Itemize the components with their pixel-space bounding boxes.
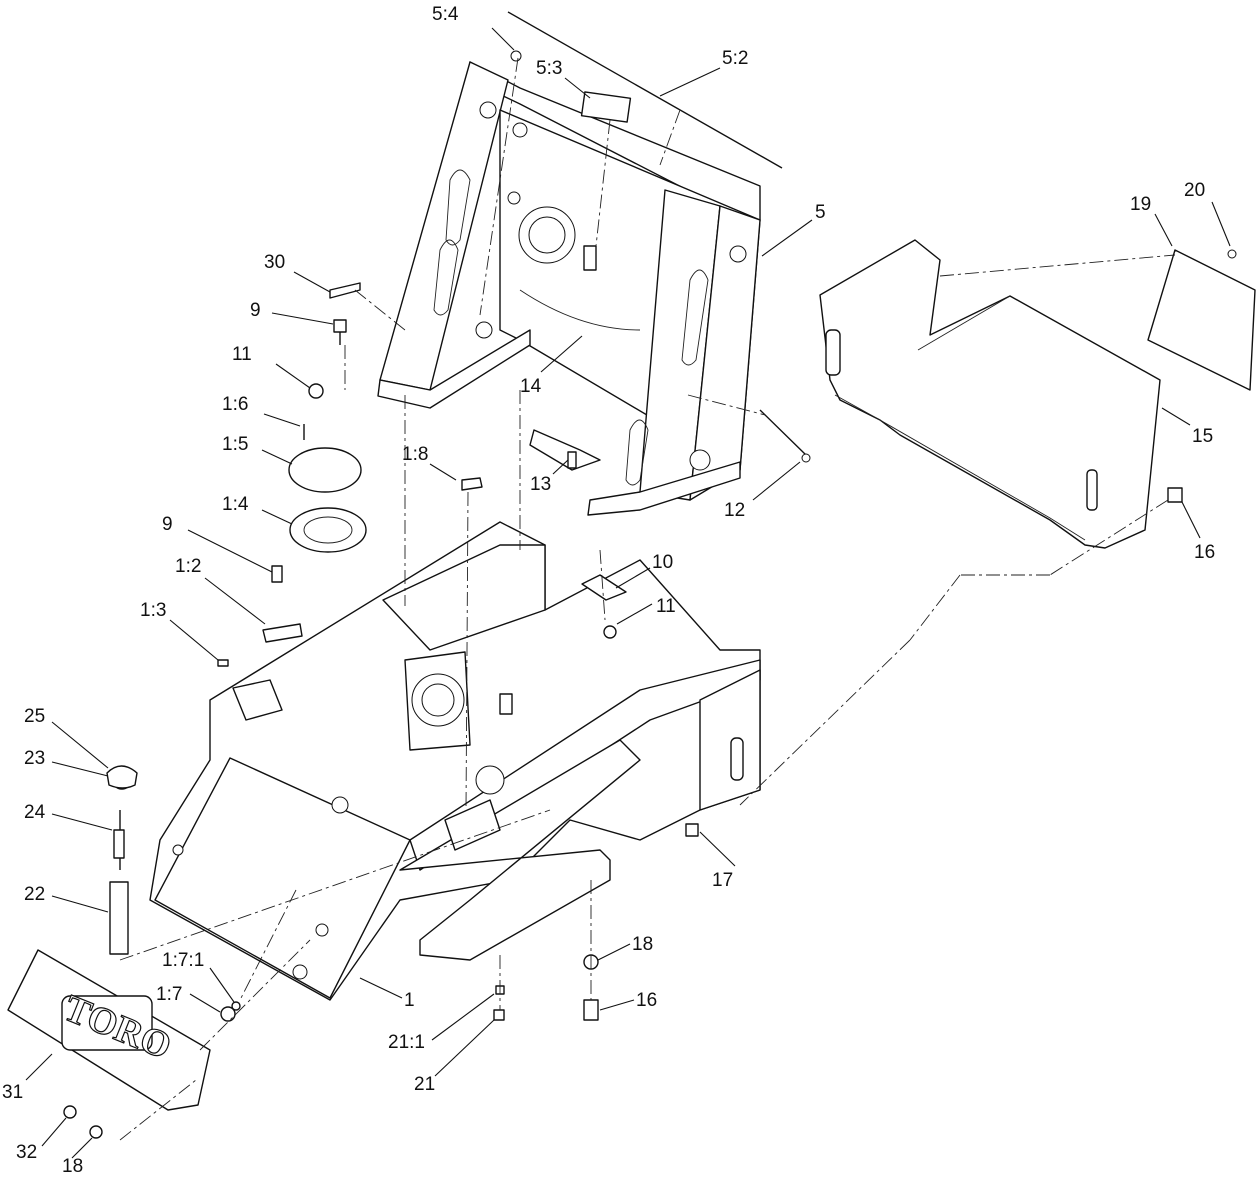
- callout-21: 21: [414, 1074, 435, 1095]
- callout-1-7: 1:7: [156, 984, 182, 1005]
- callout-23: 23: [24, 748, 45, 769]
- callout-10: 10: [652, 552, 673, 573]
- callout-labels: 5:4 5:3 5:2 5 30 9 11 14 1:6 1:5 1:8 13 …: [2, 4, 1215, 1177]
- callout-22: 22: [24, 884, 45, 905]
- callout-1-7-1: 1:7:1: [162, 950, 204, 971]
- callout-24: 24: [24, 802, 46, 823]
- callout-1-4: 1:4: [222, 494, 249, 515]
- callout-5-2: 5:2: [722, 48, 748, 69]
- callout-21-1: 21:1: [388, 1032, 425, 1053]
- side-shield: [819, 239, 1256, 549]
- callout-15: 15: [1192, 426, 1213, 447]
- tower-assembly: [377, 11, 783, 516]
- callout-32: 32: [16, 1142, 37, 1163]
- callout-17: 17: [712, 870, 733, 891]
- callout-31: 31: [2, 1082, 23, 1103]
- assembly-lines: [119, 57, 1176, 1141]
- callout-9-upper: 9: [250, 300, 261, 321]
- callout-5-3: 5:3: [536, 58, 562, 79]
- callout-11-lower: 11: [656, 596, 676, 617]
- callout-20: 20: [1184, 180, 1205, 201]
- callout-16-right: 16: [1194, 542, 1215, 563]
- toro-cover-plate: TORO: [7, 949, 211, 1111]
- callout-9-lower: 9: [162, 514, 173, 535]
- callout-1-8: 1:8: [402, 444, 428, 465]
- callout-1-2: 1:2: [175, 556, 201, 577]
- callout-19: 19: [1130, 194, 1151, 215]
- main-frame: [149, 521, 761, 1001]
- callout-30: 30: [264, 252, 285, 273]
- callout-5: 5: [815, 202, 826, 223]
- callout-16-bottom: 16: [636, 990, 657, 1011]
- callout-1-6: 1:6: [222, 394, 248, 415]
- callout-18-bottom: 18: [62, 1156, 83, 1177]
- loose-parts: [63, 282, 1183, 1139]
- callout-13: 13: [530, 474, 551, 495]
- callout-1: 1: [404, 990, 415, 1011]
- leader-lines: [25, 27, 1231, 1159]
- callout-18-right: 18: [632, 934, 653, 955]
- callout-1-5: 1:5: [222, 434, 248, 455]
- callout-12: 12: [724, 500, 745, 521]
- callout-14: 14: [520, 376, 542, 397]
- callout-25: 25: [24, 706, 45, 727]
- callout-1-3: 1:3: [140, 600, 166, 621]
- callout-11-upper: 11: [232, 344, 252, 365]
- callout-5-4: 5:4: [432, 4, 459, 25]
